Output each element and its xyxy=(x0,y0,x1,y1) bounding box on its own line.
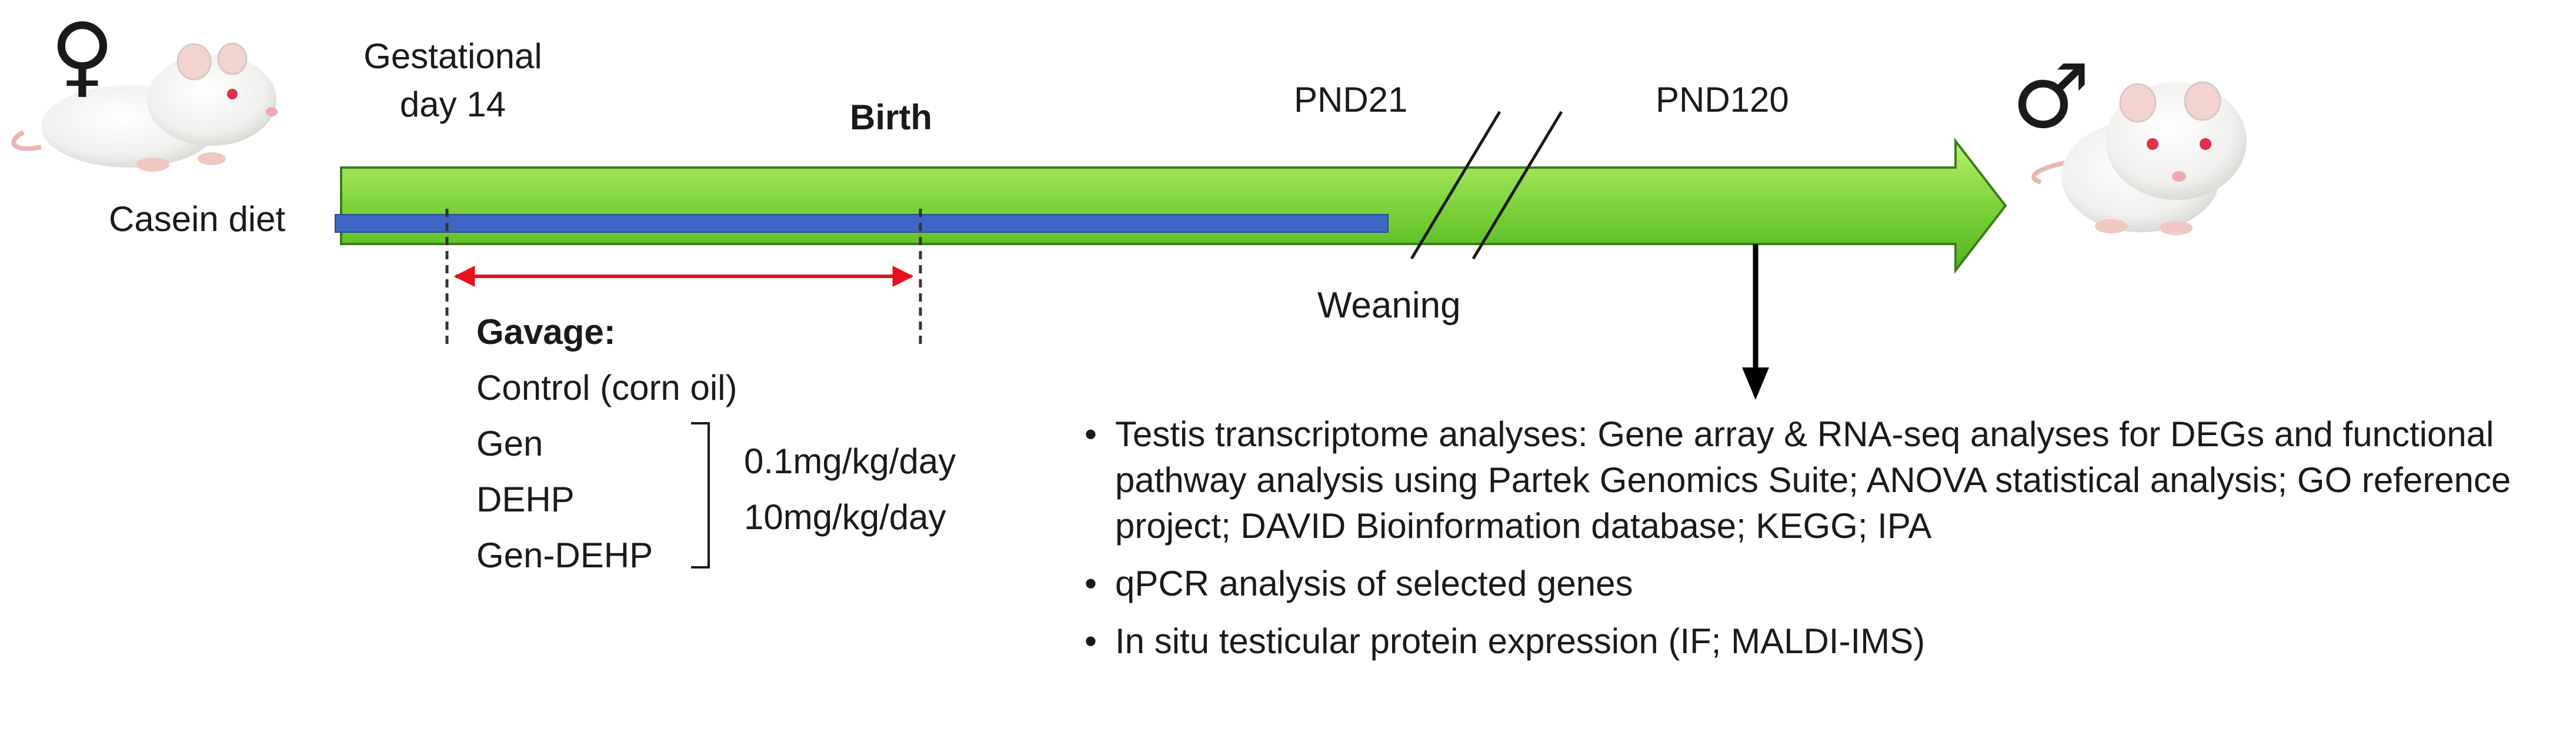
dose-high: 10mg/kg/day xyxy=(744,497,946,537)
analysis-item-transcriptome: Testis transcriptome analyses: Gene arra… xyxy=(1082,412,2552,549)
gavage-group-dehp: DEHP xyxy=(476,480,575,519)
birth-label: Birth xyxy=(850,98,932,137)
timeline-arrow xyxy=(340,138,2007,274)
gavage-group-gen-dehp: Gen-DEHP xyxy=(476,536,653,575)
female-rat-image xyxy=(11,42,278,172)
casein-diet-bar xyxy=(335,214,1389,233)
weaning-label: Weaning xyxy=(1317,285,1461,326)
gestational-day-label: Gestational day 14 xyxy=(363,36,542,124)
casein-diet-label: Casein diet xyxy=(109,199,286,239)
dose-low: 0.1mg/kg/day xyxy=(744,442,956,481)
analysis-item-qpcr: qPCR analysis of selected genes xyxy=(1082,561,2552,607)
gavage-title: Gavage: xyxy=(476,312,616,352)
dose-bracket xyxy=(691,422,710,569)
timeline-break-mark xyxy=(1410,111,1501,260)
male-rat-image xyxy=(2031,81,2247,235)
gavage-group-control: Control (corn oil) xyxy=(476,368,738,407)
timeline-break-mark xyxy=(1471,111,1563,260)
male-symbol: ♂ xyxy=(2011,46,2091,148)
pnd21-label: PND21 xyxy=(1294,80,1408,119)
gavage-group-gen: Gen xyxy=(476,424,543,463)
female-symbol: ♀ xyxy=(50,5,115,107)
pnd120-label: PND120 xyxy=(1656,80,1789,119)
analysis-item-protein: In situ testicular protein expression (I… xyxy=(1082,618,2552,664)
analyses-list: Testis transcriptome analyses: Gene arra… xyxy=(1082,412,2552,676)
